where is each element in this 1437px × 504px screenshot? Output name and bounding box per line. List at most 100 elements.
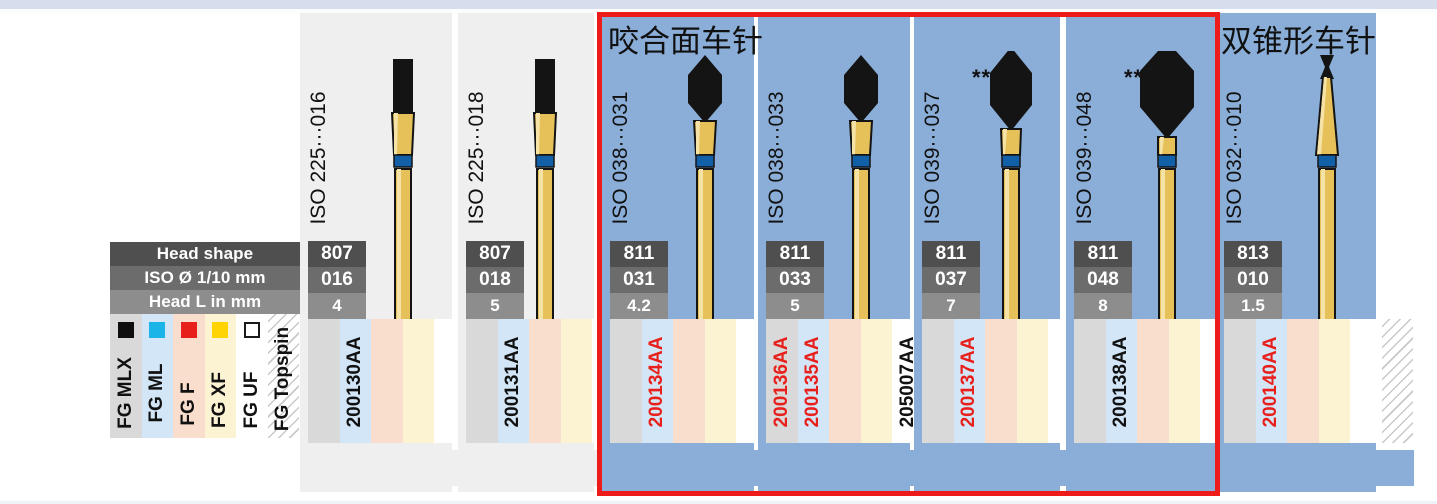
shape-code: 813: [1224, 241, 1282, 267]
dental-bur-illustration: [1292, 51, 1362, 366]
top-chrome-strip: [0, 0, 1437, 9]
legend-row-iso-diameter: ISO Ø 1/10 mm: [110, 266, 300, 290]
shape-code: 811: [766, 241, 824, 267]
legend-band-label: FG Topspin: [272, 326, 294, 432]
grit-band-cell[interactable]: [704, 319, 736, 443]
grit-band-cell[interactable]: [371, 319, 403, 443]
grit-band-cell[interactable]: [308, 319, 340, 443]
iso-designation: ISO 032···010: [1220, 63, 1250, 253]
yellow-square-icon: [212, 322, 229, 338]
grit-band-cell[interactable]: [1137, 319, 1169, 443]
legend-band-fg-mlx: FG MLX: [110, 314, 142, 438]
iso-designation: ISO 039···048: [1070, 63, 1100, 253]
grit-band-cell[interactable]: [466, 319, 498, 443]
article-number: 200134AA: [646, 336, 668, 428]
grit-band-cell[interactable]: [1350, 319, 1382, 443]
grit-band-cell[interactable]: [1074, 319, 1106, 443]
legend-band-label: FG MLX: [114, 357, 136, 429]
legend-row-head-shape: Head shape: [110, 242, 300, 266]
length-code: 5: [766, 293, 824, 319]
iso-designation-text: ISO 225···016: [307, 91, 330, 225]
grit-band-cell[interactable]: 200130AA: [339, 319, 371, 443]
article-number: 200131AA: [502, 336, 524, 428]
legend-block: Head shape ISO Ø 1/10 mm Head L in mm FG…: [110, 242, 300, 440]
iso-designation-text: ISO 032···010: [1223, 91, 1246, 225]
grit-band-cell[interactable]: 200136AA: [766, 319, 798, 443]
grit-band-cell[interactable]: [610, 319, 642, 443]
grit-band-cell[interactable]: [922, 319, 954, 443]
column-footer-strip: [1224, 450, 1414, 486]
red-square-icon: [180, 322, 197, 338]
grit-band-cell[interactable]: 200140AA: [1255, 319, 1287, 443]
grit-band-cell[interactable]: [985, 319, 1017, 443]
diameter-code: 016: [308, 267, 366, 293]
iso-designation-text: ISO 038···033: [765, 91, 788, 225]
grit-band-cell[interactable]: [1168, 319, 1200, 443]
length-code: 4.2: [610, 293, 668, 319]
dental-bur-illustration: [826, 51, 896, 366]
grit-band-cell[interactable]: [1381, 319, 1413, 443]
section-title-occlusal: 咬合面车针: [608, 24, 763, 60]
grit-band-cell[interactable]: [560, 319, 592, 443]
grit-band-cell[interactable]: 200138AA: [1105, 319, 1137, 443]
dental-bur-illustration: [670, 51, 740, 366]
grit-band-cell[interactable]: 200135AA: [797, 319, 829, 443]
grit-band-row: 200140AA: [1224, 319, 1414, 443]
iso-designation-text: ISO 225···018: [465, 91, 488, 225]
legend-header-rows: Head shape ISO Ø 1/10 mm Head L in mm: [110, 242, 300, 314]
grit-band-cell[interactable]: [402, 319, 434, 443]
footnote-asterisk-marker: **: [1124, 65, 1144, 90]
shape-code: 811: [1074, 241, 1132, 267]
length-code: 1.5: [1224, 293, 1282, 319]
article-number: 200137AA: [958, 336, 980, 428]
footnote-asterisk-marker: **: [972, 65, 992, 90]
grit-band-cell[interactable]: [529, 319, 561, 443]
white-outline-square-icon: [243, 322, 260, 338]
legend-band-label: FG UF: [240, 371, 262, 429]
article-number: 200135AA: [802, 336, 824, 428]
iso-designation: ISO 225···018: [462, 63, 492, 253]
length-code: 5: [466, 293, 524, 319]
length-code: 7: [922, 293, 980, 319]
grit-band-cell[interactable]: [1016, 319, 1048, 443]
article-number: 200138AA: [1110, 336, 1132, 428]
grit-band-cell[interactable]: [1287, 319, 1319, 443]
legend-band-fg-f: FG F: [173, 314, 205, 438]
black-square-icon: [117, 322, 134, 338]
iso-designation: ISO 039···037: [918, 63, 948, 253]
grit-band-cell[interactable]: 200134AA: [641, 319, 673, 443]
diameter-code: 033: [766, 267, 824, 293]
shape-code: 811: [922, 241, 980, 267]
legend-band-fg-uf: FG UF: [236, 314, 268, 438]
length-code: 4: [308, 293, 366, 319]
legend-band-fg-ml: FG ML: [141, 314, 173, 438]
iso-designation: ISO 038···033: [762, 63, 792, 253]
iso-designation-text: ISO 038···031: [609, 91, 632, 225]
grit-band-cell[interactable]: [1318, 319, 1350, 443]
grit-band-cell[interactable]: [1224, 319, 1256, 443]
diameter-code: 018: [466, 267, 524, 293]
grit-band-cell[interactable]: [860, 319, 892, 443]
grit-band-cell[interactable]: [829, 319, 861, 443]
iso-designation-text: ISO 039···048: [1073, 91, 1096, 225]
grit-band-cell[interactable]: [673, 319, 705, 443]
article-number: 200130AA: [344, 336, 366, 428]
grit-band-cell[interactable]: 200137AA: [953, 319, 985, 443]
grit-band-cell[interactable]: 200131AA: [497, 319, 529, 443]
legend-band-label: FG XF: [209, 372, 231, 428]
shape-code: 811: [610, 241, 668, 267]
